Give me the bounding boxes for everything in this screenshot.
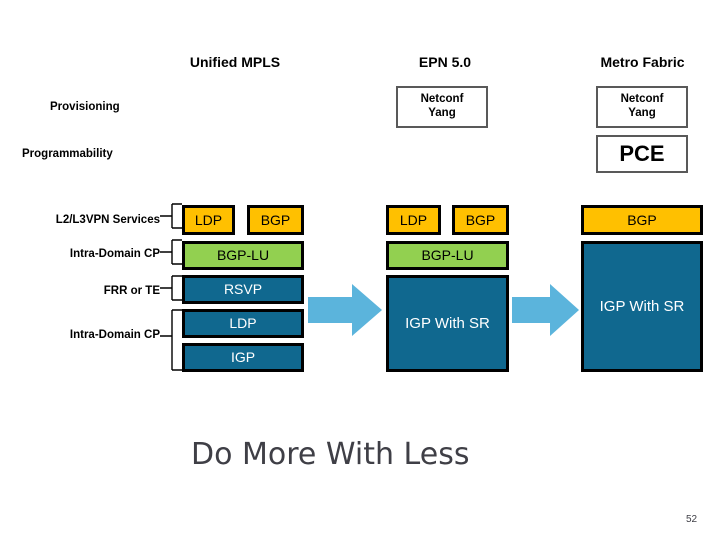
- row-label-intra-domain-cp-top: Intra-Domain CP: [69, 248, 160, 260]
- box-metro-netconf-yang[interactable]: Netconf Yang: [596, 86, 688, 128]
- block-epn5-bgp-service[interactable]: BGP: [452, 205, 509, 235]
- block-epn5-bgp-lu[interactable]: BGP-LU: [386, 241, 509, 270]
- column-title-unified-mpls: Unified MPLS: [189, 54, 281, 70]
- block-unified-mpls-ldp-service[interactable]: LDP: [182, 205, 235, 235]
- metro-netconf-line2: Yang: [628, 107, 656, 119]
- box-epn5-netconf-yang[interactable]: Netconf Yang: [396, 86, 488, 128]
- block-unified-mpls-bgp-lu[interactable]: BGP-LU: [182, 241, 304, 270]
- arrow-epn-to-metro-icon: [512, 284, 579, 336]
- block-metro-bgp-service[interactable]: BGP: [581, 205, 703, 235]
- block-epn5-igp-with-sr[interactable]: IGP With SR: [386, 275, 509, 372]
- page-number: 52: [686, 514, 698, 525]
- metro-netconf-line1: Netconf: [620, 93, 664, 106]
- row-label-intra-domain-cp-bottom: Intra-Domain CP: [69, 329, 160, 341]
- footer-headline: Do More With Less: [191, 437, 470, 472]
- arrow-unified-to-epn-icon: [308, 284, 382, 336]
- block-epn5-ldp-service[interactable]: LDP: [386, 205, 441, 235]
- epn5-netconf-line2: Yang: [428, 107, 456, 119]
- column-title-epn-5: EPN 5.0: [418, 54, 472, 70]
- axis-label-provisioning: Provisioning: [50, 101, 120, 113]
- row-label-l2-l3vpn-services: L2/L3VPN Services: [55, 214, 160, 226]
- box-metro-pce[interactable]: PCE: [596, 135, 688, 173]
- epn5-netconf-line1: Netconf: [420, 93, 464, 106]
- block-unified-mpls-igp[interactable]: IGP: [182, 343, 304, 372]
- block-metro-igp-with-sr[interactable]: IGP With SR: [581, 241, 703, 372]
- block-unified-mpls-bgp-service[interactable]: BGP: [247, 205, 304, 235]
- axis-label-programmability: Programmability: [22, 148, 113, 160]
- row-label-frr-or-te: FRR or TE: [103, 285, 160, 297]
- column-title-metro-fabric: Metro Fabric: [600, 54, 685, 70]
- block-unified-mpls-rsvp[interactable]: RSVP: [182, 275, 304, 304]
- block-unified-mpls-ldp-transport[interactable]: LDP: [182, 309, 304, 338]
